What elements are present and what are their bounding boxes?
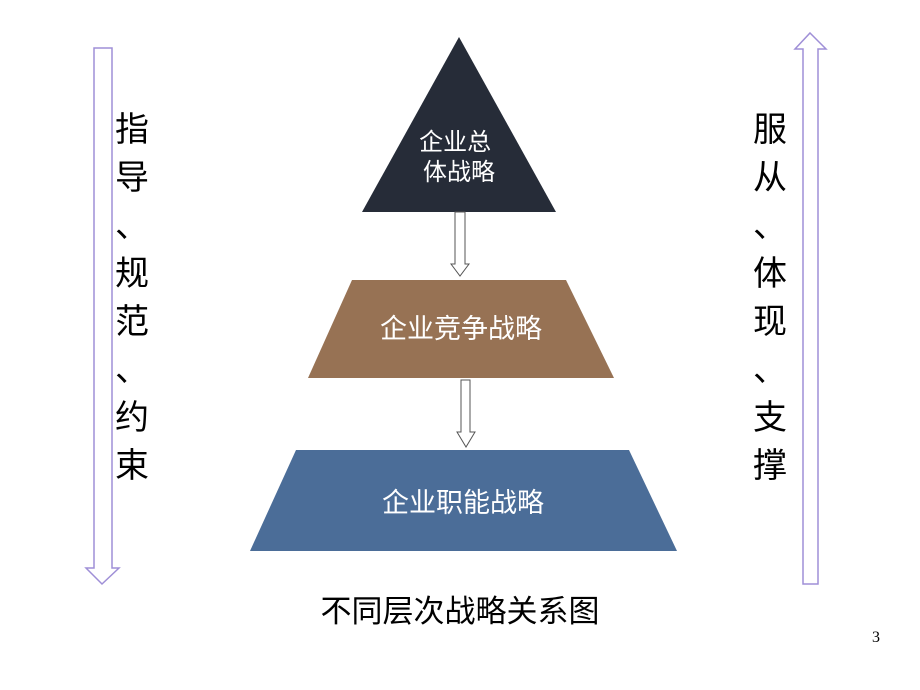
corporate-strategy-label-line-2: 体战略 xyxy=(423,158,495,186)
competitive-strategy-trapezoid xyxy=(308,280,614,378)
left-down-arrow xyxy=(84,47,121,586)
competitive-strategy-label: 企业竞争战略 xyxy=(380,314,542,345)
functional-strategy-trapezoid xyxy=(250,450,677,551)
functional-strategy-label: 企业职能战略 xyxy=(382,488,544,519)
down-arrow-2 xyxy=(456,379,476,448)
corporate-strategy-label-line-1: 企业总 xyxy=(419,128,491,156)
diagram-caption: 不同层次战略关系图 xyxy=(320,594,600,630)
right-up-arrow xyxy=(793,31,828,585)
right-vertical-text: 服 从 、 体 现 、 支 撑 xyxy=(753,110,787,486)
left-vertical-text: 指 导 、 规 范 、 约 束 xyxy=(115,110,149,486)
page-number: 3 xyxy=(872,629,880,646)
down-arrow-1 xyxy=(450,211,470,277)
corporate-strategy-triangle xyxy=(362,37,556,212)
corporate-strategy-label: 企业总 体战略 xyxy=(419,128,499,186)
